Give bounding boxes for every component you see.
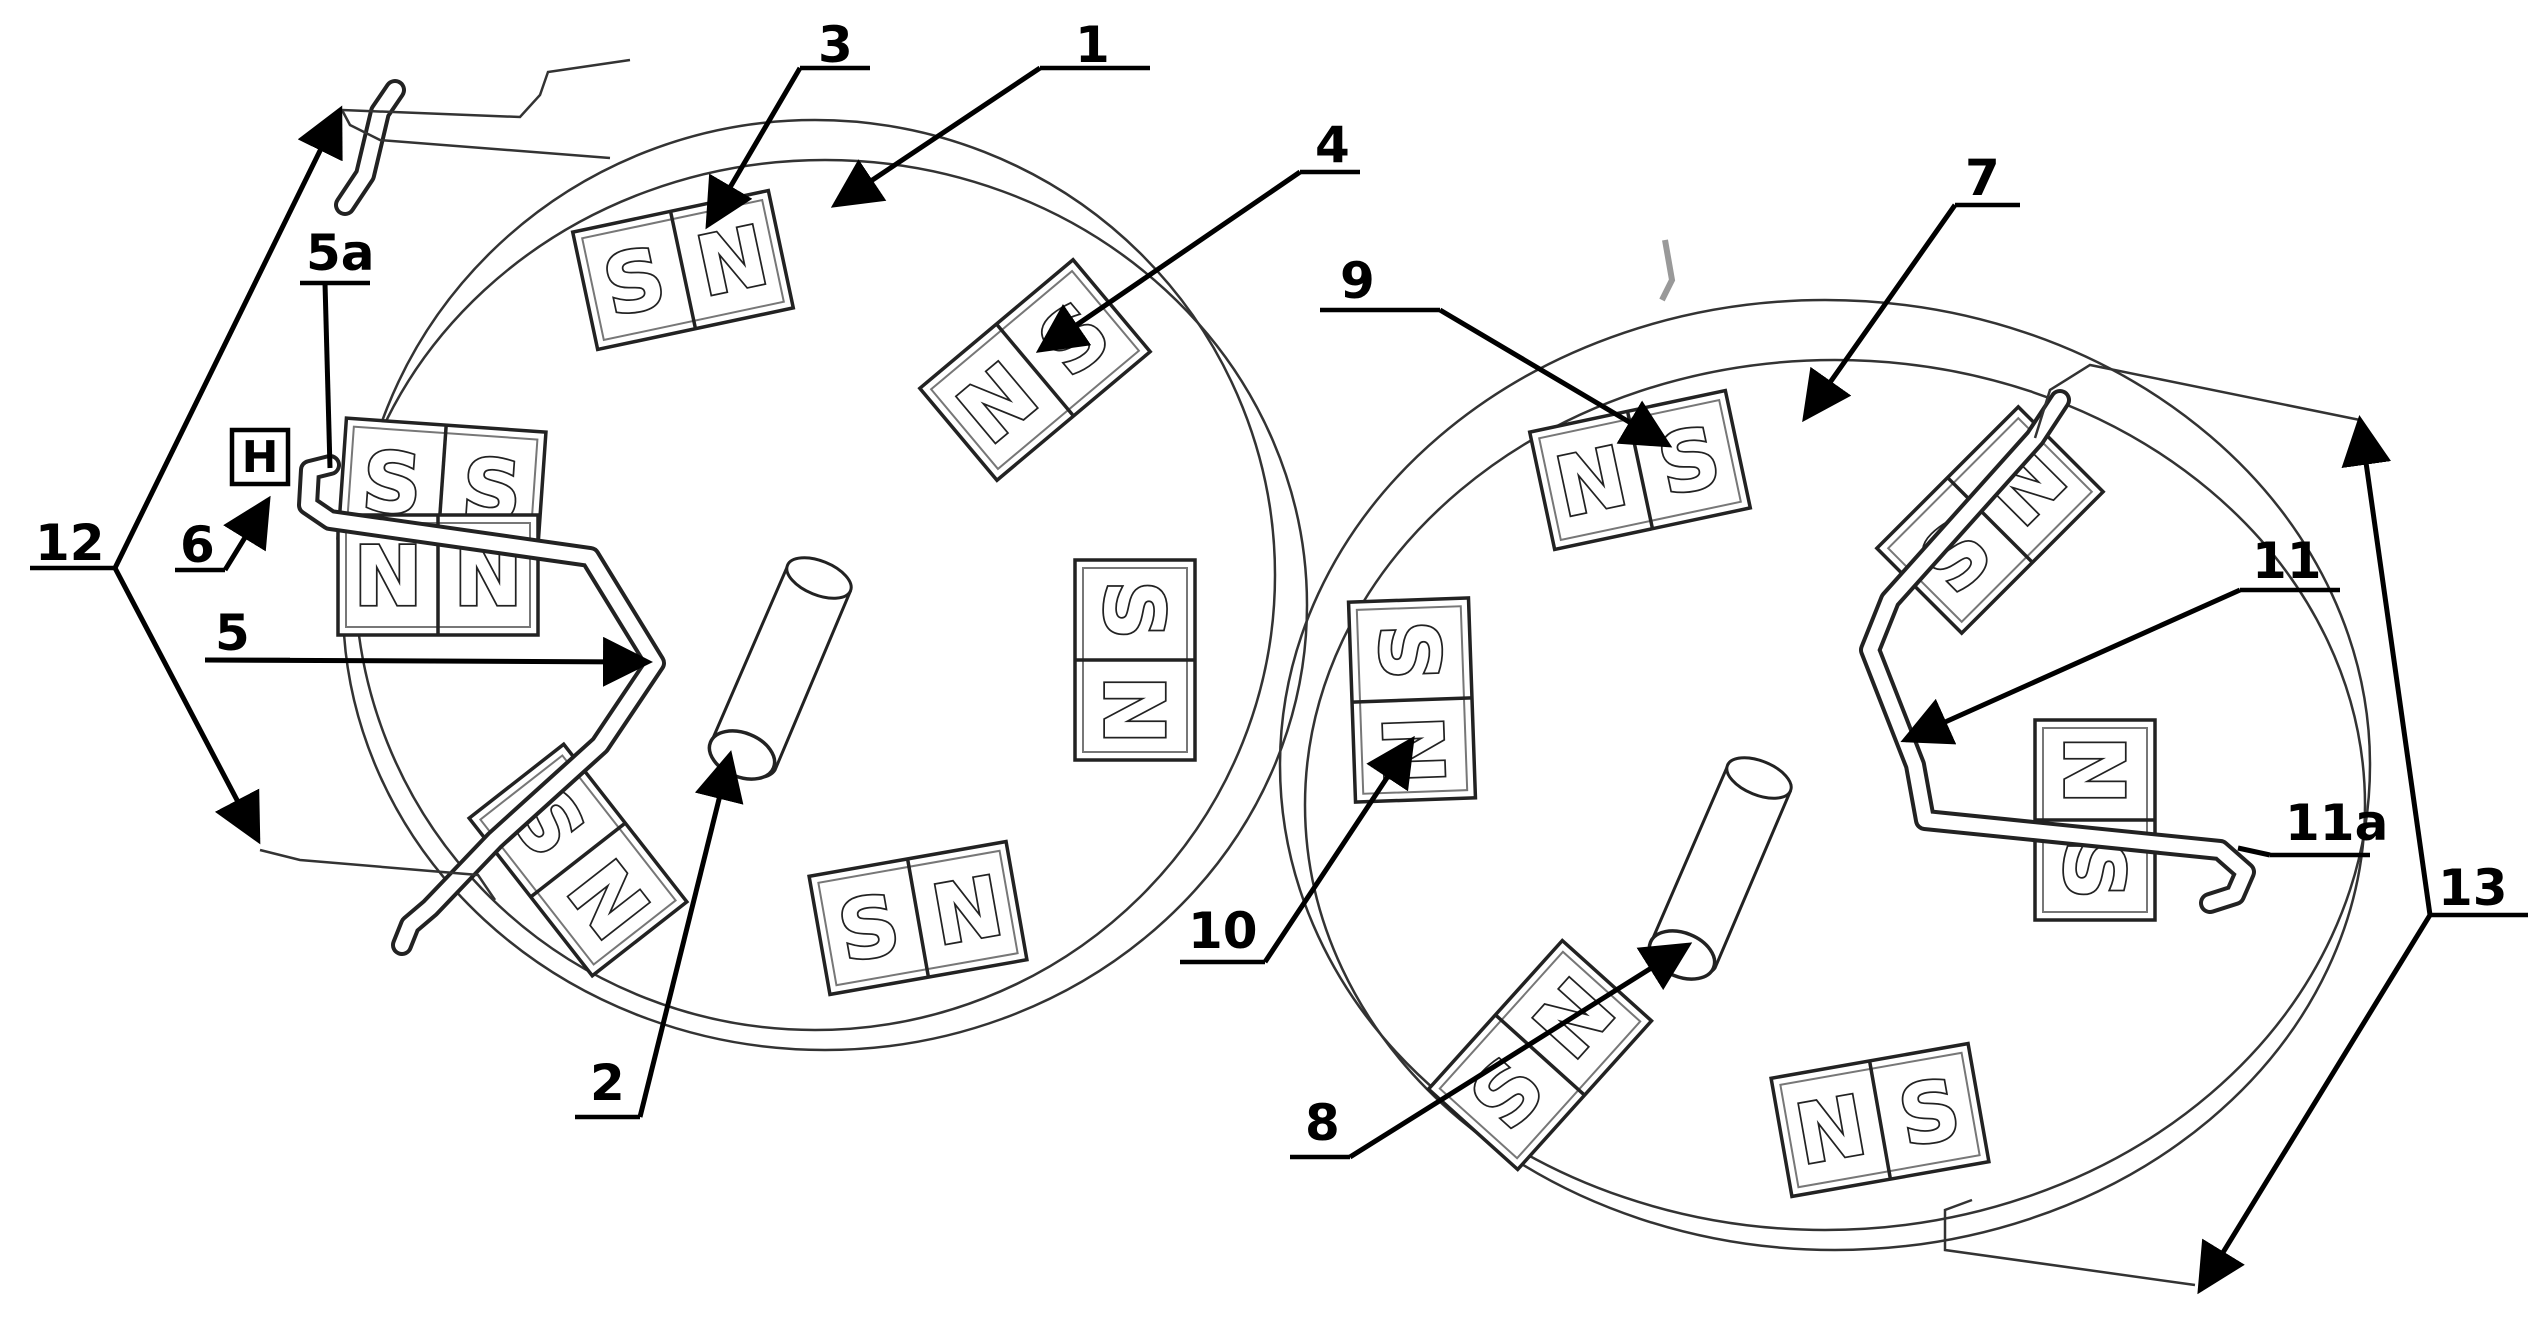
callout-5: 5 [215,604,250,662]
right-coil-leads [1943,363,2361,1287]
north-pole-label: N [1085,676,1180,745]
callout-5a: 5a [306,224,375,282]
callout-12: 12 [35,514,105,572]
magnet-pole-divider [1351,696,1473,704]
right-rotor-disc-outer-edge [1278,298,2372,1232]
magnet-pole-divider [529,821,627,899]
callout-4: 4 [1315,116,1350,174]
magnet-pole-divider [1494,1013,1586,1097]
north-pole-label: N [926,859,1010,964]
magnet-pole-divider [1867,1060,1893,1180]
callout-6: 6 [180,516,215,574]
right-shaft [1647,756,1793,981]
hall-sensor: H [229,427,291,487]
right-rotor-magnet: NS [1346,596,1478,804]
hall-sensor-label: H [242,432,279,483]
left-shaft [707,556,853,781]
right-rotor-disc-face [1303,358,2367,1252]
left-rotor-magnet: NS [917,257,1153,483]
magnet-pole-divider [1946,476,2034,564]
south-pole-label: S [1085,580,1180,639]
right-rotor-magnet: SN [1874,404,2106,636]
callout-10: 10 [1188,902,1258,960]
north-pole-label: N [1368,714,1465,786]
scan-artifact [1659,239,1676,302]
north-pole-label: N [2045,736,2140,805]
left-coil-winding [297,79,666,956]
callout-2: 2 [590,1054,625,1112]
south-pole-label: S [1364,619,1461,681]
right-rotor-magnet: NS [2033,718,2157,922]
callout-1: 1 [1075,16,1110,74]
left-rotor-magnet: SN [1073,558,1197,762]
hall-sensor-box [229,427,291,487]
left-coil-leads [259,58,631,901]
callout-8: 8 [1305,1094,1340,1152]
magnet-pole-divider [668,210,698,330]
callout-11a: 11a [2285,794,2388,852]
north-pole-label: N [1789,1078,1873,1183]
callout-3: 3 [818,16,853,74]
callout-11: 11 [2252,532,2322,590]
magnet-pole-divider [905,858,931,978]
magnet-pole-divider [995,322,1075,418]
callout-9: 9 [1340,252,1375,310]
callout-13: 13 [2438,859,2508,917]
right-rotor-magnet: SN [1426,938,1654,1172]
right-coil-winding [1859,389,2256,914]
callout-7: 7 [1965,149,2000,207]
